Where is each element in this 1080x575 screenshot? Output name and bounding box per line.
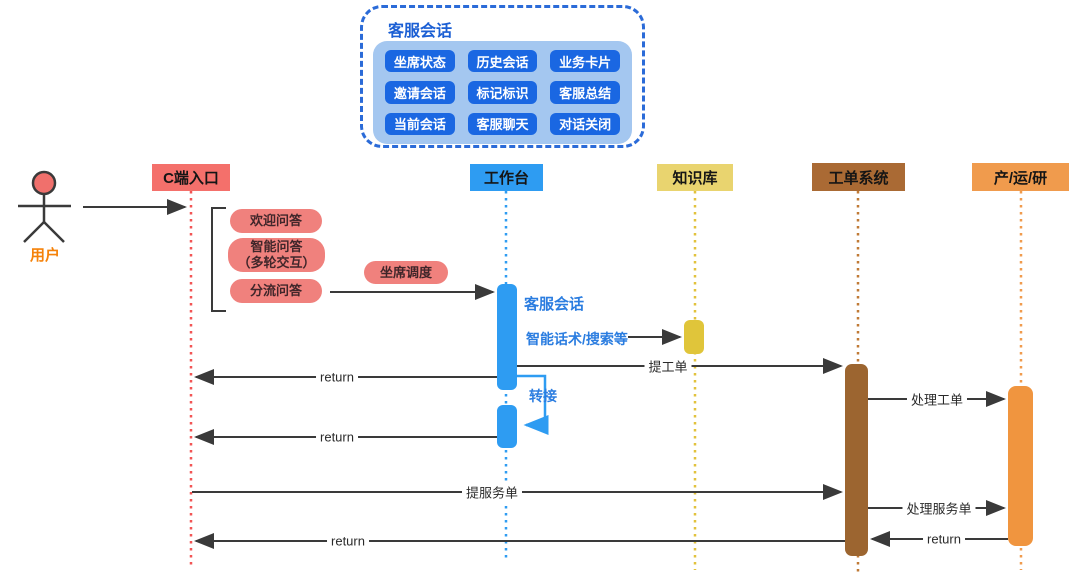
activation-bar-knowledge — [684, 320, 704, 354]
feature-button-summary: 客服总结 — [550, 81, 620, 104]
feature-button-mark-tag: 标记标识 — [467, 81, 538, 104]
feature-box-title: 客服会话 — [388, 23, 453, 40]
message-label-return-3: return — [923, 531, 965, 547]
lifeline-header-prod: 产/运/研 — [972, 163, 1069, 191]
message-label-handle-service: 处理服务单 — [902, 498, 976, 518]
lifeline-header-c-entry: C端入口 — [152, 164, 230, 191]
pill-split-qa: 分流问答 — [230, 279, 322, 303]
session-feature-box: 客服会话 坐席状态 历史会话 业务卡片 邀请会话 标记标识 客服总结 当前会话 … — [360, 5, 645, 148]
pill-smart-qa: 智能问答 （多轮交互） — [228, 238, 325, 272]
feature-button-panel: 坐席状态 历史会话 业务卡片 邀请会话 标记标识 客服总结 当前会话 客服聊天 … — [373, 41, 632, 144]
note-transfer: 转接 — [529, 388, 557, 404]
pill-welcome-qa: 欢迎问答 — [230, 209, 322, 233]
arrow-transfer-elbow — [517, 374, 549, 435]
pill-smart-qa-line2: （多轮交互） — [237, 255, 316, 270]
activation-bar-prod — [1008, 386, 1033, 546]
lifeline-header-knowledge: 知识库 — [657, 164, 733, 191]
activation-bar-ticket-system — [845, 364, 868, 556]
feature-button-close: 对话关闭 — [550, 112, 620, 135]
feature-button-history: 历史会话 — [467, 50, 538, 73]
feature-button-seat-status: 坐席状态 — [385, 50, 455, 73]
feature-button-business-card: 业务卡片 — [550, 50, 620, 73]
pill-smart-qa-line1: 智能问答 — [250, 239, 303, 255]
message-label-return-1: return — [316, 369, 358, 385]
lifeline-header-ticket-system: 工单系统 — [812, 163, 905, 191]
activation-bar-workbench-2 — [497, 405, 517, 448]
note-smart-script: 智能话术/搜索等 — [526, 331, 628, 347]
pill-agent-dispatch: 坐席调度 — [364, 261, 448, 284]
message-label-submit-service: 提服务单 — [461, 482, 523, 502]
lifeline-header-workbench: 工作台 — [470, 164, 543, 191]
user-actor-icon — [18, 170, 71, 243]
feature-button-current: 当前会话 — [385, 112, 455, 135]
message-label-handle-ticket: 处理工单 — [906, 389, 968, 409]
activation-bar-workbench-1 — [497, 284, 517, 390]
note-session: 客服会话 — [524, 296, 585, 313]
feature-button-invite: 邀请会话 — [385, 81, 455, 104]
message-label-submit-ticket: 提工单 — [644, 356, 692, 376]
actor-user-label: 用户 — [30, 247, 61, 264]
message-label-return-4: return — [327, 533, 369, 549]
message-label-return-2: return — [316, 429, 358, 445]
qa-group-bracket — [211, 207, 226, 312]
feature-button-chat: 客服聊天 — [467, 112, 538, 135]
